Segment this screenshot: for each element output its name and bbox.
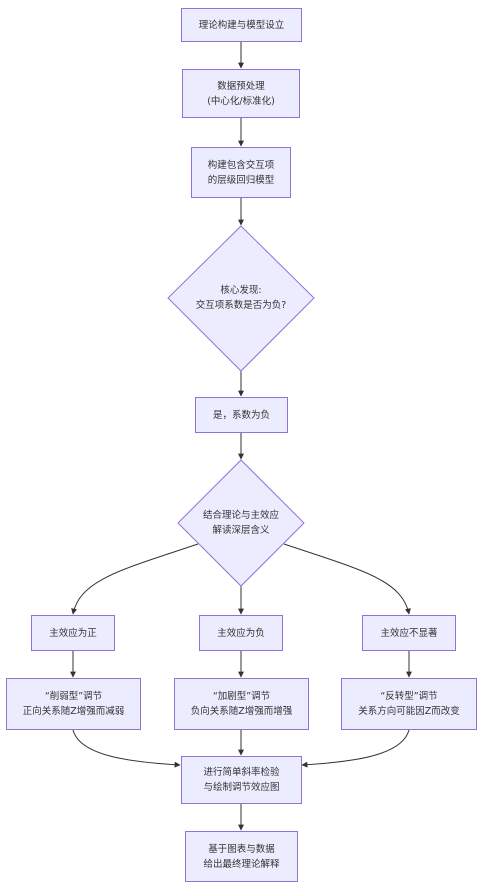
node-reversal-moderation: “反转型”调节 关系方向可能因Z而改变 — [341, 678, 477, 730]
decision-label: 结合理论与主效应 — [202, 510, 279, 521]
node-label: 数据预处理 — [217, 80, 265, 92]
node-label: 主效应为负 — [217, 627, 265, 639]
node-label: 进行简单斜率检验 — [203, 767, 280, 778]
node-main-effect-insignificant: 主效应不显著 — [362, 615, 456, 651]
node-theory-model: 理论构建与模型设立 — [181, 8, 302, 42]
decision-label: 核心发现: — [220, 285, 262, 296]
node-label: “反转型”调节 — [380, 691, 438, 702]
decision-core-finding-text: 核心发现: 交互项系数是否为负? — [181, 280, 301, 316]
node-build-regression: 构建包含交互项 的层级回归模型 — [191, 147, 291, 198]
node-aggravating-moderation: “加剧型”调节 负向关系随Z增强而增强 — [174, 678, 309, 730]
node-label: 构建包含交互项 — [207, 159, 275, 171]
node-label: 主效应不显著 — [380, 627, 438, 639]
node-label: 基于图表与数据 — [208, 843, 275, 855]
node-label: 理论构建与模型设立 — [198, 19, 285, 31]
node-label: 与绘制调节效应图 — [203, 782, 280, 793]
node-label: 的层级回归模型 — [207, 174, 275, 186]
node-label: (中心化/标准化) — [207, 95, 275, 107]
node-simple-slope-test: 进行简单斜率检验 与绘制调节效应图 — [181, 756, 302, 804]
decision-interpretation-text: 结合理论与主效应 解读深层含义 — [186, 505, 296, 541]
node-label: 关系方向可能因Z而改变 — [358, 706, 460, 717]
decision-diamond-core-finding — [167, 225, 315, 372]
decision-label: 解读深层含义 — [212, 525, 270, 536]
edge-c1-n5 — [72, 729, 181, 768]
node-main-effect-positive: 主效应为正 — [31, 615, 115, 651]
node-main-effect-negative: 主效应为负 — [199, 615, 283, 651]
node-label: 负向关系随Z增强而增强 — [190, 706, 293, 717]
node-coefficient-negative: 是，系数为负 — [195, 397, 288, 433]
edge-c3-n5 — [301, 729, 410, 768]
node-label: “削弱型”调节 — [44, 691, 103, 702]
node-label: 是，系数为负 — [212, 409, 270, 421]
node-label: 主效应为正 — [49, 627, 97, 639]
node-label: “加剧型”调节 — [212, 691, 271, 702]
decision-diamond-interpretation — [177, 459, 305, 587]
node-final-explanation: 基于图表与数据 给出最终理论解释 — [185, 831, 298, 882]
node-label: 正向关系随Z增强而减弱 — [22, 706, 125, 717]
edge-d2-b3 — [283, 543, 411, 615]
node-data-preprocessing: 数据预处理 (中心化/标准化) — [182, 69, 300, 118]
edge-d2-b1 — [71, 543, 199, 615]
node-label: 给出最终理论解释 — [203, 858, 280, 870]
node-weakening-moderation: “削弱型”调节 正向关系随Z增强而减弱 — [6, 678, 141, 730]
decision-label: 交互项系数是否为负? — [195, 300, 287, 311]
